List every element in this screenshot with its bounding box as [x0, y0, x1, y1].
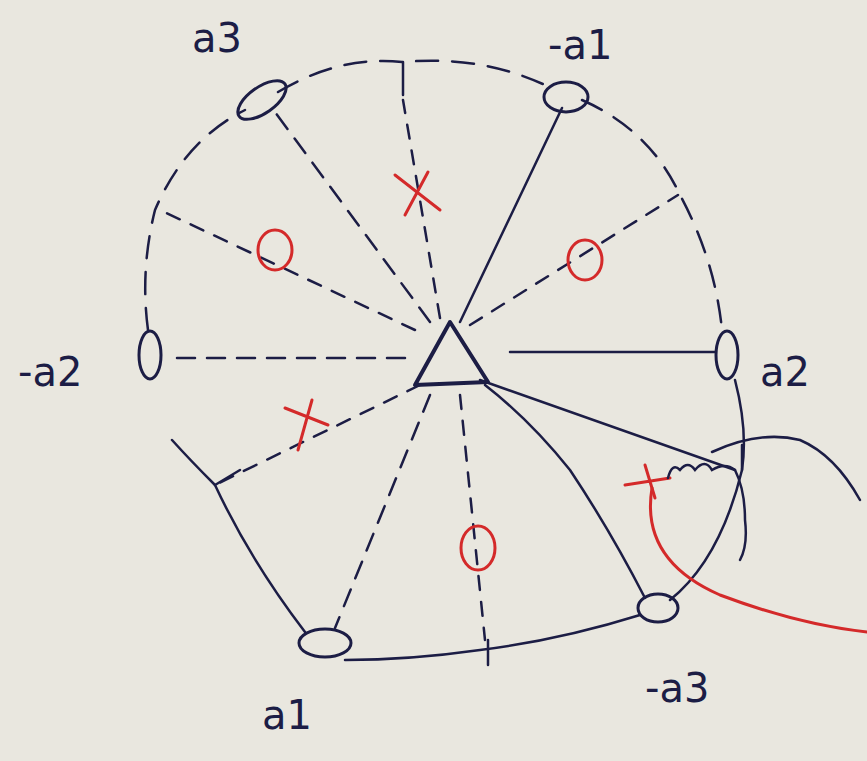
red-cross [625, 465, 670, 498]
ray [215, 385, 420, 485]
ray [160, 210, 415, 330]
red-line [650, 488, 867, 632]
root-ellipse [716, 331, 738, 379]
ray [165, 357, 405, 360]
dashed-arc [145, 110, 245, 330]
root-ellipse [544, 82, 588, 112]
rays [160, 100, 735, 640]
root-ellipse [232, 73, 293, 126]
ray [335, 395, 430, 628]
center-triangle [415, 322, 488, 385]
ray [480, 380, 735, 470]
root-ellipses [139, 73, 738, 657]
ray [460, 108, 562, 322]
root-label: -a3 [645, 668, 709, 708]
red-marks [258, 172, 867, 632]
ray [470, 195, 678, 325]
dashed-arc [278, 61, 545, 92]
root-label: a3 [192, 18, 242, 58]
red-circle [258, 230, 292, 270]
arc [345, 615, 640, 660]
ray [460, 395, 485, 640]
ray [275, 112, 430, 322]
root-ellipse [638, 594, 678, 622]
outline [145, 61, 744, 665]
tick [402, 62, 405, 95]
root-label: -a1 [548, 25, 612, 65]
dashed-arc [582, 100, 722, 330]
root-label: -a2 [18, 352, 82, 392]
root-ellipse [139, 331, 161, 379]
scribble-line [668, 464, 746, 560]
ray [510, 351, 715, 354]
root-ellipse [299, 629, 351, 657]
arc [172, 440, 305, 632]
tick [215, 470, 240, 485]
scribble-arc [712, 437, 860, 500]
red-circle [461, 526, 495, 570]
red-cross [285, 400, 328, 450]
tick [487, 640, 490, 665]
red-cross [395, 172, 440, 215]
scribble [668, 437, 860, 560]
arc [670, 380, 744, 600]
red-circle [568, 240, 602, 280]
root-label: a2 [760, 352, 810, 392]
root-label: a1 [262, 695, 312, 735]
ray [485, 385, 645, 598]
tick [741, 445, 744, 470]
